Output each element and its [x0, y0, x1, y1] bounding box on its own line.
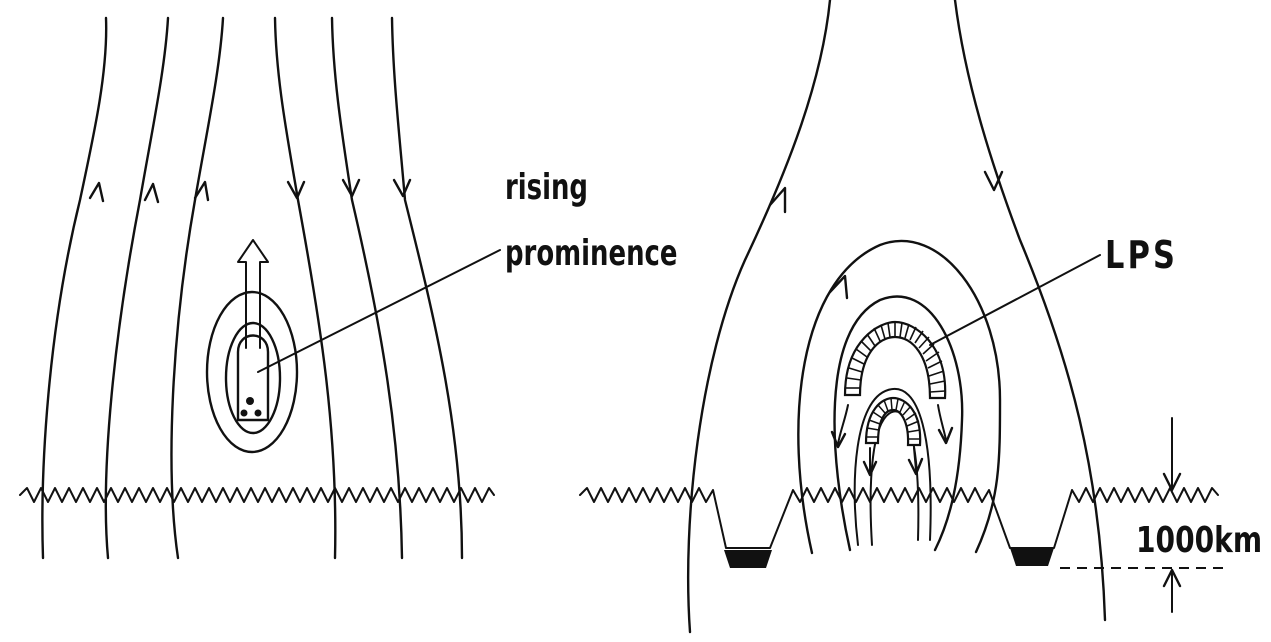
- photosphere-left: [20, 488, 494, 502]
- depression-left: [724, 550, 772, 568]
- pointer-rising: [258, 250, 500, 372]
- label-lps: LPS: [1105, 236, 1178, 274]
- arrow-up-2: [145, 184, 158, 202]
- left-panel: [20, 18, 500, 558]
- right-panel: [580, 0, 1225, 632]
- arrow-down-3: [394, 180, 410, 196]
- prominence-blob-2: [241, 410, 248, 417]
- label-prominence: prominence: [505, 236, 677, 272]
- arrow-up-1: [90, 183, 103, 201]
- closed-loop-1: [798, 241, 1000, 553]
- prominence-blob-3: [255, 410, 262, 417]
- label-rising: rising: [505, 170, 588, 206]
- field-line-left-2: [106, 18, 168, 558]
- prominence-body: [238, 336, 268, 421]
- depression-right: [1010, 548, 1054, 566]
- field-line-right-outer-right: [955, 0, 1105, 620]
- prominence-blob-1: [246, 397, 254, 405]
- label-scale-bar: 1000km: [1136, 523, 1262, 559]
- field-line-left-1: [42, 18, 106, 558]
- flux-rope-outer: [207, 292, 297, 452]
- flux-rope-inner: [226, 323, 280, 433]
- field-line-left-6: [392, 18, 462, 558]
- photosphere-right: [580, 488, 1218, 548]
- field-line-left-4: [275, 18, 335, 558]
- field-line-left-5: [332, 18, 402, 558]
- field-line-left-3: [172, 18, 223, 558]
